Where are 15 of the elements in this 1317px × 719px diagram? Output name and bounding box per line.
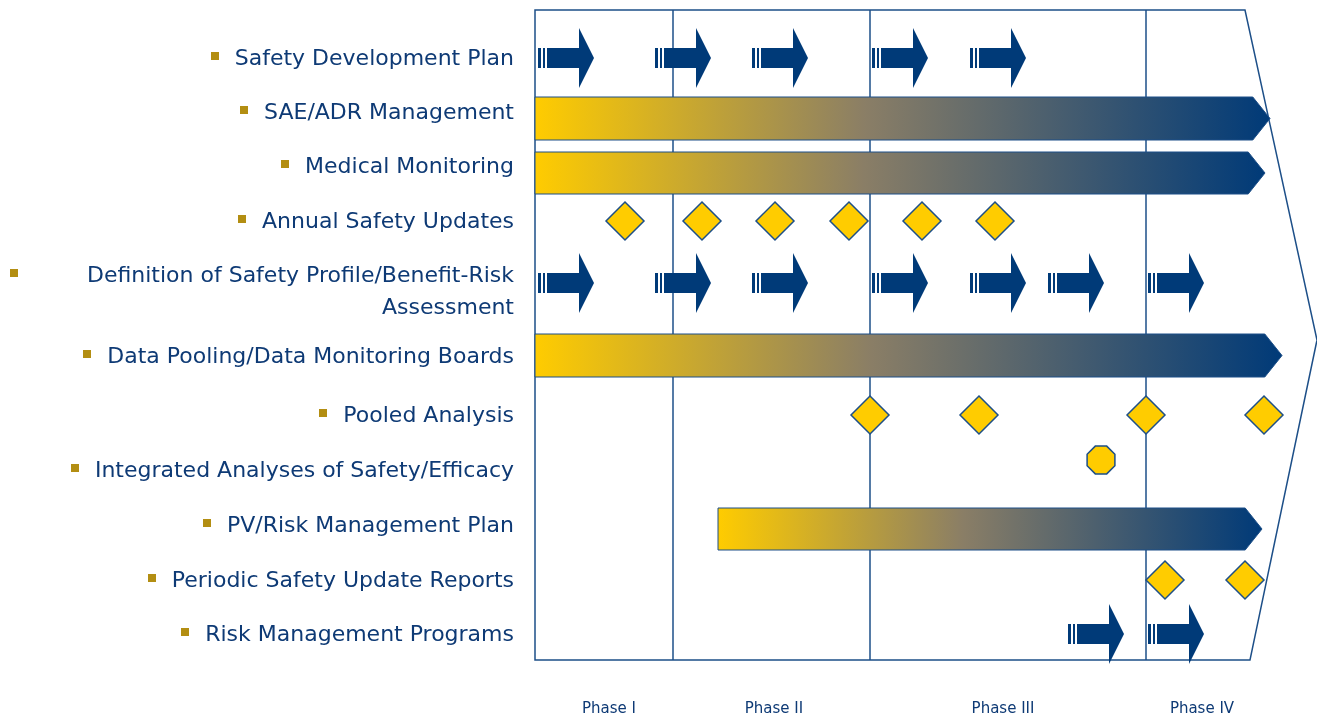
row-label: Integrated Analyses of Safety/Efficacy <box>94 456 514 484</box>
row-label: Periodic Safety Update Reports <box>171 566 514 594</box>
row-label: Medical Monitoring <box>305 152 514 180</box>
row-label: Annual Safety Updates <box>262 207 514 235</box>
phase-label: Phase II <box>744 699 804 717</box>
phase-label: Phase I <box>582 699 636 717</box>
row-label: Data Pooling/Data Monitoring Boards <box>107 342 514 370</box>
phase-label: Phase IV <box>1169 699 1235 717</box>
row-label: SAE/ADR Management <box>264 98 514 126</box>
row-label: Safety Development Plan <box>234 44 514 72</box>
row-label: Pooled Analysis <box>343 401 514 429</box>
phase-label: Phase III <box>971 699 1035 717</box>
row-label: Definition of Safety Profile/Benefit-Risk Assessment <box>85 261 514 321</box>
row-label: PV/Risk Management Plan <box>226 511 514 539</box>
row-label: Risk Management Programs <box>205 620 514 648</box>
